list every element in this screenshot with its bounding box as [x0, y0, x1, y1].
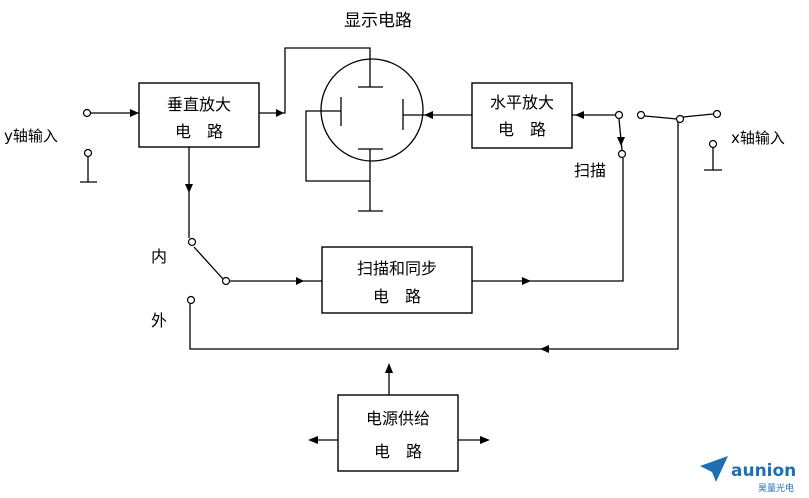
- x-switch-left-contact: [636, 110, 646, 120]
- horizontal-switch-lever: [618, 118, 623, 151]
- sweep-sync-block: 扫描和同步 电 路: [321, 246, 473, 314]
- logo-tagline-text: 昊量光电: [758, 482, 794, 494]
- power-supply-block: 电源供给 电 路: [337, 394, 459, 472]
- y-input-terminal: [82, 108, 92, 118]
- vertical-amp-block: 垂直放大 电 路: [138, 82, 260, 148]
- display-circuit-title: 显示电路: [344, 11, 412, 31]
- sweep-sync-label-2: 电 路: [373, 287, 421, 306]
- vertical-amp-to-crt-wire: [259, 47, 371, 114]
- horizontal-amp-label: 水平放大: [490, 93, 554, 112]
- x-switch-lever: [644, 115, 678, 120]
- power-supply-label: 电源供给: [366, 409, 430, 428]
- horizontal-switch-contact: [614, 110, 624, 120]
- trigger-switch: [193, 246, 224, 280]
- y-input-label: y轴输入: [4, 127, 58, 145]
- sweep-sync-label: 扫描和同步: [357, 259, 437, 278]
- sweep-terminal: [617, 149, 627, 159]
- y-ground-terminal: [83, 148, 93, 158]
- x-ground-terminal: [708, 139, 718, 149]
- x-input-label: x轴输入: [731, 129, 785, 147]
- external-trigger-wire: [189, 120, 679, 350]
- sweep-label: 扫描: [574, 161, 606, 180]
- horizontal-amp-label-2: 电 路: [498, 120, 546, 139]
- crt-loop-wire: [305, 110, 370, 182]
- paper-plane-icon: [700, 456, 728, 482]
- power-supply-label-2: 电 路: [374, 442, 422, 461]
- switch-internal-contact: [187, 237, 197, 247]
- switch-common-contact: [221, 276, 231, 286]
- vertical-amp-label-2: 电 路: [175, 122, 223, 141]
- internal-label: 内: [151, 247, 167, 266]
- aunion-logo: aunion 昊量光电: [700, 456, 796, 494]
- switch-external-contact: [186, 295, 196, 305]
- x-switch-common: [675, 114, 685, 124]
- horizontal-amp-block: 水平放大 电 路: [471, 82, 573, 149]
- external-label: 外: [151, 311, 167, 330]
- x-input-terminal: [712, 109, 722, 119]
- logo-brand-text: aunion: [731, 461, 796, 481]
- vertical-amp-label: 垂直放大: [167, 95, 231, 114]
- crt-tube: [320, 58, 424, 212]
